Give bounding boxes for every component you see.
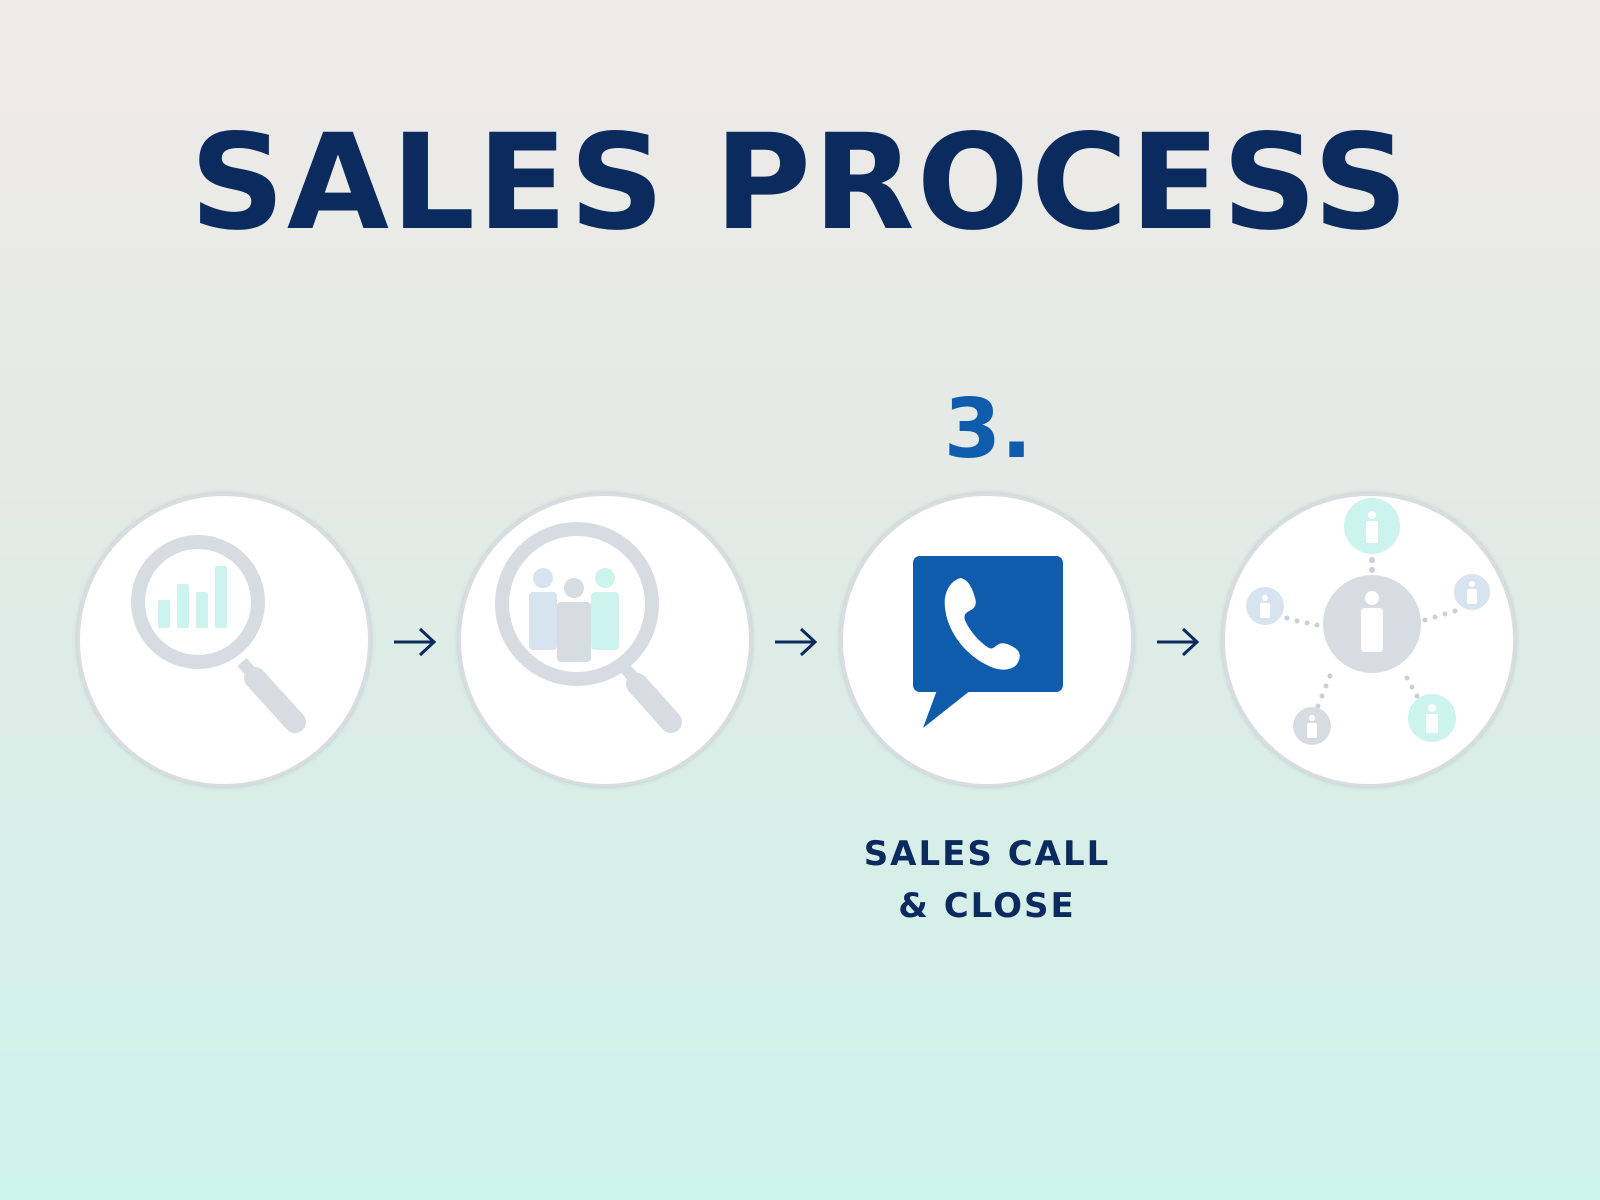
active-step-label-line-2: & CLOSE — [898, 886, 1076, 926]
step-1-circle[interactable] — [77, 493, 371, 787]
active-step-number: 3. — [943, 382, 1033, 477]
active-step-label-line-1: SALES CALL — [863, 834, 1111, 874]
arrow-icon — [392, 626, 438, 662]
arrow-icon — [773, 626, 819, 662]
active-step-label: SALES CALL & CLOSE — [837, 828, 1137, 932]
magnifier-people-icon — [495, 522, 682, 733]
arrow-icon — [1155, 626, 1201, 662]
phone-speech-bubble-icon — [913, 556, 1063, 728]
people-network-icon — [1246, 498, 1490, 745]
step-2-circle[interactable] — [458, 493, 752, 787]
step-3-circle[interactable] — [840, 493, 1134, 787]
page-title: SALES PROCESS — [189, 106, 1411, 260]
step-4-circle[interactable] — [1222, 493, 1516, 787]
magnifier-bar-chart-icon — [131, 535, 306, 733]
